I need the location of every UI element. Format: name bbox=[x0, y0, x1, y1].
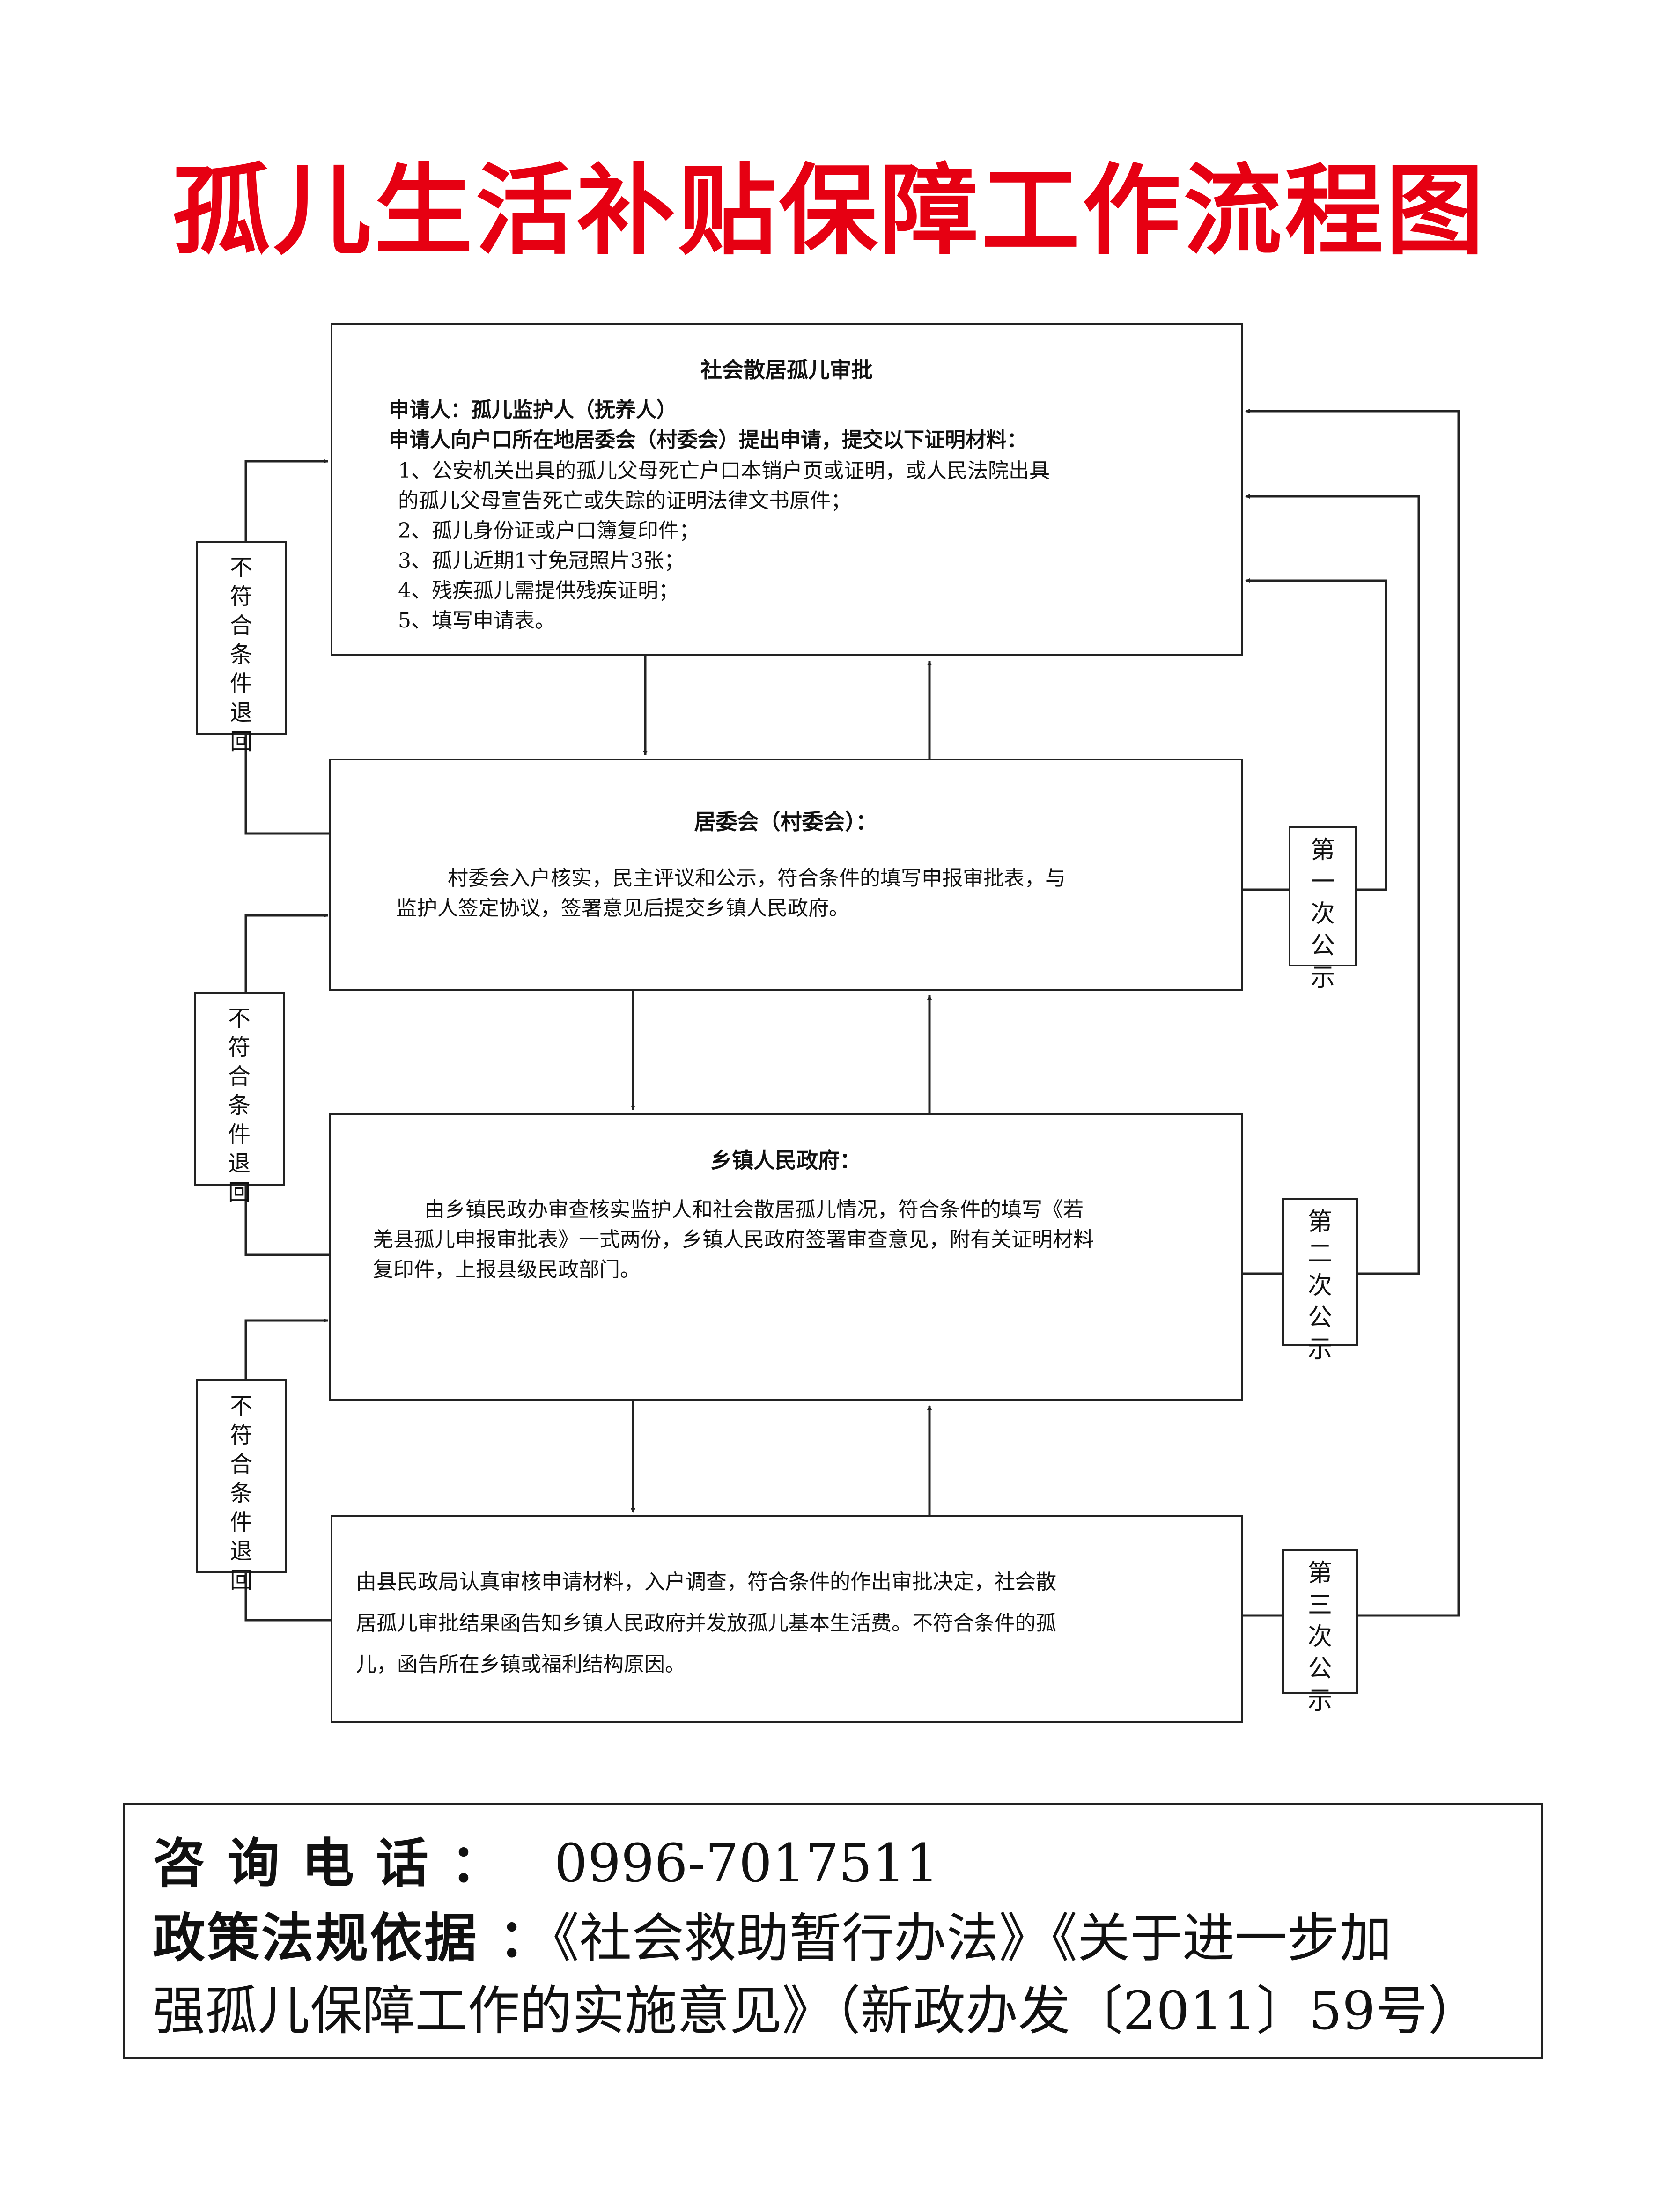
publicity-box-2: 第二次公示 bbox=[1282, 1198, 1358, 1364]
step-text-line: 由县民政局认真审核申请材料，入户调查，符合条件的作出审批决定，社会散 bbox=[356, 1570, 1056, 1594]
step-text-line: 由乡镇民政办审查核实监护人和社会散居孤儿情况，符合条件的填写《若 bbox=[424, 1198, 1084, 1222]
step-body: 申请人：孤儿监护人（抚养人） 申请人向户口所在地居委会（村委会）提出申请，提交以… bbox=[389, 395, 1027, 455]
reject-label: 不符合条件退回 bbox=[229, 1393, 252, 1593]
step-heading: 居委会（村委会）： bbox=[694, 809, 877, 834]
phone-number: 0996-7017511 bbox=[554, 1833, 939, 1894]
step-text-line: 监护人签定协议，签署意见后提交乡镇人民政府。 bbox=[396, 896, 849, 920]
material-item: 5、填写申请表。 bbox=[398, 609, 555, 633]
reject-box-2: 不符合条件退回 bbox=[194, 992, 285, 1206]
policy-text: 《社会救助暂行办法》《关于进一步加 bbox=[553, 1908, 1392, 1969]
step-text-line: 儿，函告所在乡镇或福利结构原因。 bbox=[356, 1652, 686, 1676]
publicity-box-3: 第三次公示 bbox=[1282, 1549, 1358, 1715]
step-text-line: 居孤儿审批结果函告知乡镇人民政府并发放孤儿基本生活费。不符合条件的孤 bbox=[356, 1611, 1056, 1635]
phone-row: 咨 询 电 话 ： 0996-7017511 bbox=[153, 1821, 939, 1897]
contact-info-box: 咨 询 电 话 ： 0996-7017511 政策法规依据 ：《社会救助暂行办法… bbox=[123, 1803, 1543, 2059]
step-box-orphan-approval: 社会散居孤儿审批 申请人：孤儿监护人（抚养人） 申请人向户口所在地居委会（村委会… bbox=[331, 323, 1243, 656]
publicity-label: 第二次公示 bbox=[1307, 1208, 1332, 1364]
material-item: 3、孤儿近期1寸免冠照片3张； bbox=[398, 549, 685, 573]
material-item: 的孤儿父母宣告死亡或失踪的证明法律文书原件； bbox=[398, 489, 851, 513]
applicant-line: 申请人：孤儿监护人（抚养人） bbox=[389, 398, 677, 422]
material-item: 2、孤儿身份证或户口簿复印件； bbox=[398, 519, 700, 543]
phone-label: 咨 询 电 话 ： bbox=[153, 1833, 505, 1894]
step-text-line: 复印件，上报县级民政部门。 bbox=[373, 1258, 641, 1282]
policy-label: 政策法规依据 ： bbox=[153, 1908, 553, 1969]
material-item: 1、公安机关出具的孤儿父母死亡户口本销户页或证明，或人民法院出具 bbox=[398, 459, 1050, 483]
publicity-box-1: 第一次公示 bbox=[1289, 826, 1357, 992]
step-body: 由乡镇民政办审查核实监护人和社会散居孤儿情况，符合条件的填写《若 羌县孤儿申报审… bbox=[373, 1195, 1094, 1285]
reject-box-3: 不符合条件退回 bbox=[196, 1379, 287, 1593]
step-box-village-committee: 居委会（村委会）： 村委会入户核实，民主评议和公示，符合条件的填写申报审批表，与… bbox=[329, 759, 1243, 991]
step-text-line: 羌县孤儿申报审批表》一式两份，乡镇人民政府签署审查意见，附有关证明材料 bbox=[373, 1228, 1094, 1252]
reject-label: 不符合条件退回 bbox=[228, 1005, 251, 1206]
policy-row: 政策法规依据 ：《社会救助暂行办法》《关于进一步加 bbox=[153, 1896, 1392, 1972]
page-title: 孤儿生活补贴保障工作流程图 bbox=[172, 153, 1487, 268]
step-body: 由县民政局认真审核申请材料，入户调查，符合条件的作出审批决定，社会散 居孤儿审批… bbox=[356, 1562, 1056, 1685]
material-list: 1、公安机关出具的孤儿父母死亡户口本销户页或证明，或人民法院出具 的孤儿父母宣告… bbox=[398, 456, 1050, 636]
step-body: 村委会入户核实，民主评议和公示，符合条件的填写申报审批表，与 监护人签定协议，签… bbox=[396, 863, 1066, 923]
policy-text: 强孤儿保障工作的实施意见》（新政办发〔2011〕59号） bbox=[153, 1981, 1481, 2042]
step-heading: 乡镇人民政府： bbox=[710, 1148, 861, 1173]
application-line: 申请人向户口所在地居委会（村委会）提出申请，提交以下证明材料： bbox=[389, 428, 1027, 452]
step-box-township-government: 乡镇人民政府： 由乡镇民政办审查核实监护人和社会散居孤儿情况，符合条件的填写《若… bbox=[329, 1113, 1243, 1401]
publicity-label: 第一次公示 bbox=[1310, 836, 1335, 992]
policy-row-continued: 强孤儿保障工作的实施意见》（新政办发〔2011〕59号） bbox=[153, 1969, 1481, 2044]
reject-box-1: 不符合条件退回 bbox=[196, 541, 287, 755]
publicity-line-3 bbox=[1241, 409, 1460, 1617]
step-heading: 社会散居孤儿审批 bbox=[700, 357, 873, 383]
reject-label: 不符合条件退回 bbox=[229, 554, 252, 755]
step-box-county-bureau: 由县民政局认真审核申请材料，入户调查，符合条件的作出审批决定，社会散 居孤儿审批… bbox=[331, 1515, 1243, 1723]
material-item: 4、残疾孤儿需提供残疾证明； bbox=[398, 579, 679, 603]
step-text-line: 村委会入户核实，民主评议和公示，符合条件的填写申报审批表，与 bbox=[448, 866, 1066, 890]
publicity-label: 第三次公示 bbox=[1307, 1559, 1332, 1715]
